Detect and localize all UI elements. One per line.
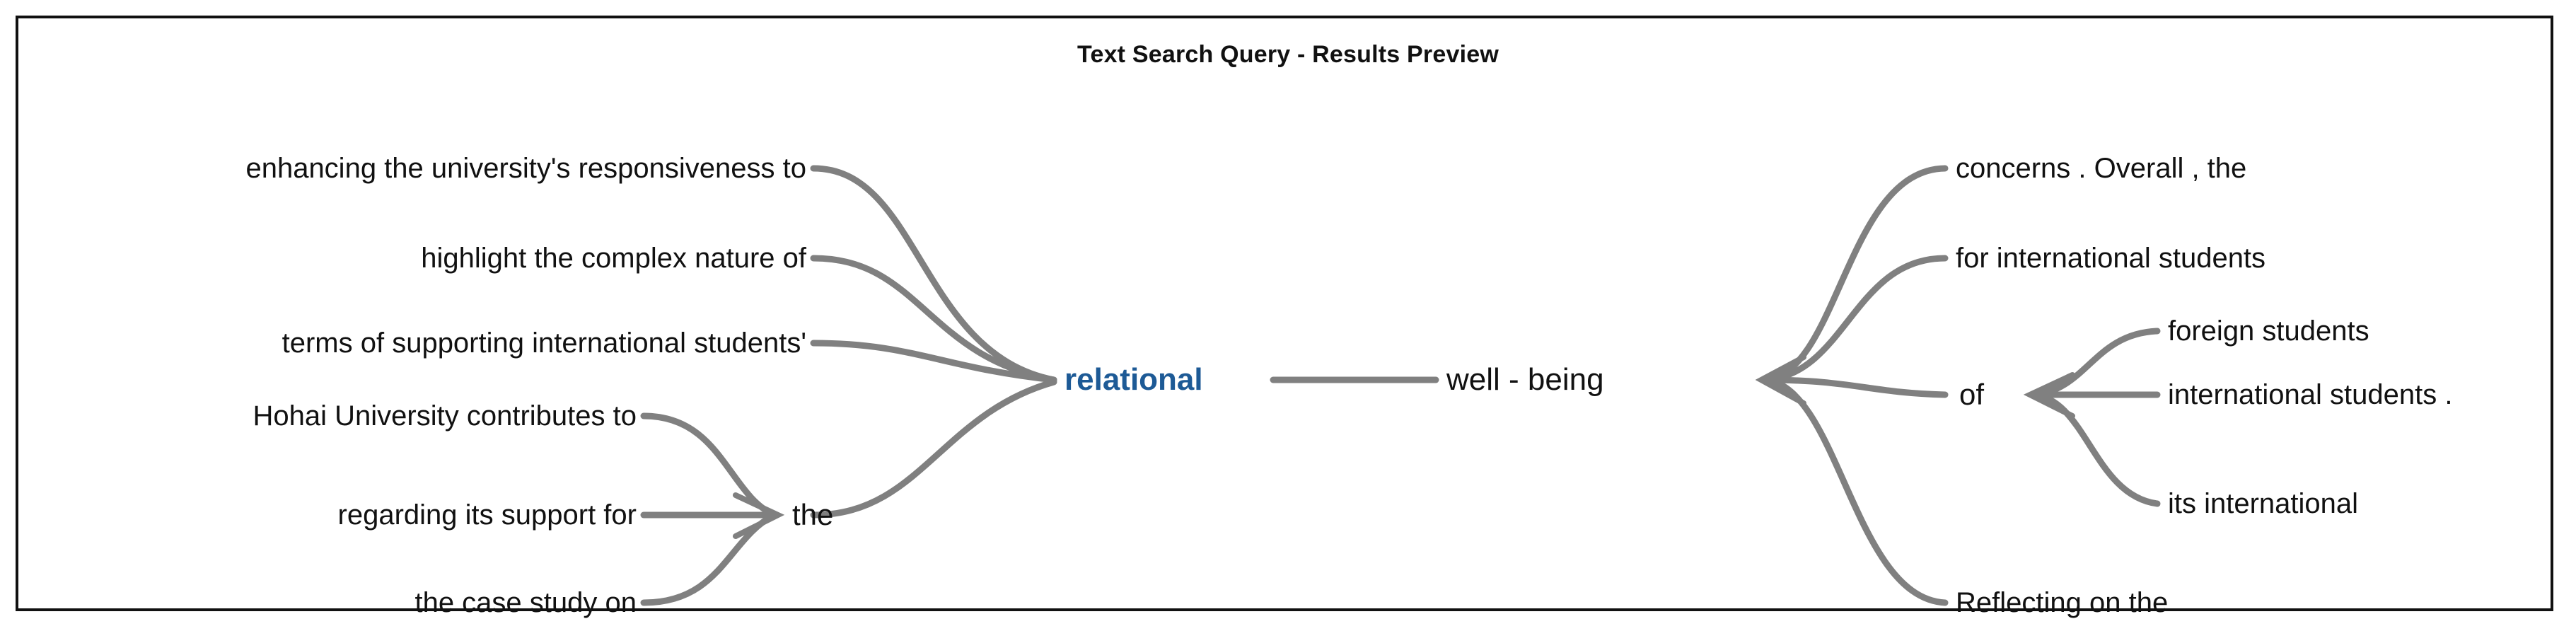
results-preview-frame [16, 16, 2553, 611]
left-hub-the[interactable]: the [792, 498, 834, 531]
center-node-well-being[interactable]: well - being [1446, 362, 1604, 397]
right-branch-1[interactable]: for international students [1956, 243, 2266, 274]
left-branch-2[interactable]: terms of supporting international studen… [282, 328, 806, 359]
right-branch-2[interactable]: Reflecting on the [1956, 587, 2169, 618]
right-hub-of[interactable]: of [1959, 378, 1985, 411]
left-branch-1[interactable]: highlight the complex nature of [421, 243, 806, 274]
right-hub-branch-2[interactable]: its international [2168, 488, 2359, 519]
left-hub-branch-1[interactable]: regarding its support for [337, 499, 637, 531]
left-branch-0[interactable]: enhancing the university's responsivenes… [245, 153, 806, 184]
keyword-node-relational[interactable]: relational [1064, 362, 1203, 397]
right-branch-0[interactable]: concerns . Overall , the [1956, 153, 2247, 184]
right-hub-branch-1[interactable]: international students . [2168, 379, 2453, 410]
left-hub-branch-0[interactable]: Hohai University contributes to [253, 400, 637, 432]
page-title: Text Search Query - Results Preview [1077, 41, 1499, 68]
left-hub-branch-2[interactable]: the case study on [414, 587, 637, 618]
right-hub-branch-0[interactable]: foreign students [2168, 316, 2369, 347]
